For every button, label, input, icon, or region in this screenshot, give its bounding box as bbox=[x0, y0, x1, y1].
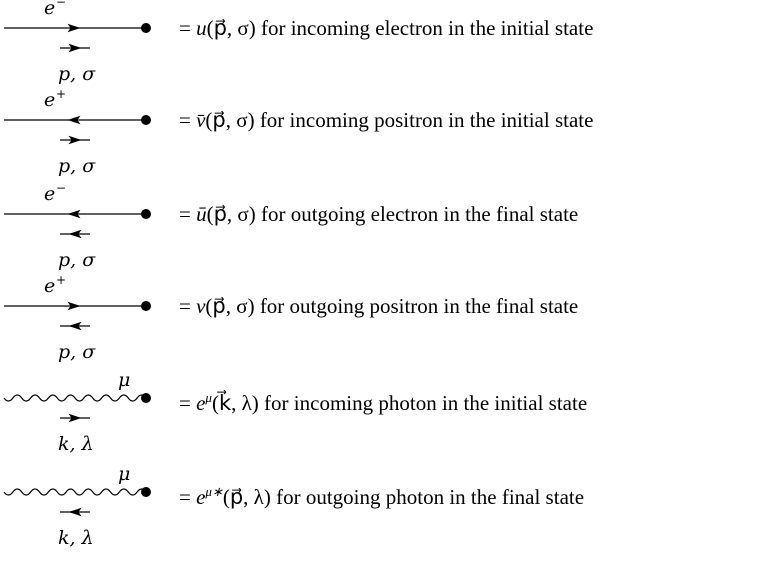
propagator-graphic: e− p, σ bbox=[4, 181, 151, 271]
momentum-label: p, σ bbox=[58, 63, 96, 85]
propagator-graphic: e+ p, σ bbox=[4, 87, 151, 177]
spinor-arguments: (p⃗, σ) bbox=[205, 108, 260, 132]
rule-description: for incoming positron in the initial sta… bbox=[259, 108, 594, 132]
propagator-graphic: μ k, λ bbox=[3, 463, 151, 549]
momentum-label: p, σ bbox=[58, 341, 96, 363]
spinor-symbol: v bbox=[196, 294, 206, 318]
equals-sign: = bbox=[179, 202, 197, 226]
spinor-arguments: (p⃗, σ) bbox=[206, 16, 261, 40]
rule-4: e+ p, σ = v(p⃗, σ) for outgoing positron i… bbox=[0, 273, 781, 370]
equals-sign: = bbox=[179, 16, 197, 40]
photon-line bbox=[3, 488, 147, 496]
polarization-index: μ∗ bbox=[205, 484, 223, 499]
propagator-graphic: e− p, σ bbox=[4, 0, 151, 85]
polarization-index: μ bbox=[205, 390, 212, 405]
equals-sign: = bbox=[179, 108, 197, 132]
spinor-arguments: (p⃗, σ) bbox=[205, 294, 260, 318]
momentum-label: k, λ bbox=[58, 527, 94, 549]
vertex-dot-icon bbox=[141, 115, 151, 125]
vertex-dot-icon bbox=[141, 487, 151, 497]
momentum-arrow-icon bbox=[68, 413, 82, 423]
rule-equation: = u(p⃗, σ) for incoming electron in the … bbox=[179, 16, 593, 40]
line-arrow-icon bbox=[67, 115, 81, 125]
equals-sign: = bbox=[179, 485, 197, 509]
spinor-symbol: e bbox=[196, 485, 206, 509]
line-arrow-icon bbox=[67, 301, 81, 311]
particle-label: e bbox=[44, 0, 55, 19]
equals-sign: = bbox=[179, 391, 197, 415]
propagator-graphic: μ k, λ bbox=[3, 369, 151, 455]
rule-1: e− p, σ = u(p⃗, σ) for incoming electron i… bbox=[0, 0, 781, 92]
momentum-arrow-icon bbox=[68, 321, 82, 331]
equals-sign: = bbox=[179, 294, 197, 318]
spinor-symbol: e bbox=[196, 391, 206, 415]
lorentz-index-label: μ bbox=[118, 369, 130, 391]
momentum-arrow-icon bbox=[68, 43, 82, 53]
spinor-symbol: v̄ bbox=[196, 108, 206, 132]
rule-3: e− p, σ = ū(p⃗, σ) for outgoing electron … bbox=[0, 181, 781, 278]
photon-line bbox=[3, 394, 147, 402]
momentum-label: p, σ bbox=[58, 249, 96, 271]
vertex-dot-icon bbox=[141, 393, 151, 403]
rule-equation: = ū(p⃗, σ) for outgoing electron in the… bbox=[179, 202, 578, 226]
spinor-arguments: (p⃗, λ) bbox=[222, 485, 277, 509]
rule-description: for incoming electron in the initial sta… bbox=[260, 16, 594, 40]
spinor-arguments: (p⃗, σ) bbox=[206, 202, 261, 226]
rule-description: for outgoing electron in the final state bbox=[260, 202, 579, 226]
rule-equation: = eμ(k⃗, λ) for incoming photon in the i… bbox=[179, 386, 587, 415]
spinor-symbol: ū bbox=[196, 202, 207, 226]
rule-equation: = v̄(p⃗, σ) for incoming positron in the… bbox=[179, 108, 593, 132]
rule-6: μ k, λ = eμ∗(p⃗, λ) for outgoing photon in… bbox=[0, 463, 781, 556]
particle-label: e bbox=[44, 275, 55, 297]
charge-label: + bbox=[56, 87, 66, 101]
rule-description: for outgoing photon in the final state bbox=[276, 485, 585, 509]
lorentz-index-label: μ bbox=[118, 463, 130, 485]
vertex-dot-icon bbox=[141, 301, 151, 311]
charge-label: − bbox=[56, 0, 66, 9]
rule-equation: = v(p⃗, σ) for outgoing positron in the … bbox=[179, 294, 578, 318]
vertex-dot-icon bbox=[141, 23, 151, 33]
line-arrow-icon bbox=[67, 209, 81, 219]
charge-label: − bbox=[56, 181, 66, 195]
rule-description: for outgoing positron in the final state bbox=[259, 294, 579, 318]
rule-equation: = eμ∗(p⃗, λ) for outgoing photon in the … bbox=[179, 480, 584, 509]
momentum-arrow-icon bbox=[68, 507, 82, 517]
momentum-label: p, σ bbox=[58, 155, 96, 177]
momentum-arrow-icon bbox=[68, 135, 82, 145]
particle-label: e bbox=[44, 89, 55, 111]
line-arrow-icon bbox=[67, 23, 81, 33]
spinor-arguments: (k⃗, λ) bbox=[211, 391, 265, 415]
momentum-label: k, λ bbox=[58, 433, 94, 455]
momentum-arrow-icon bbox=[68, 229, 82, 239]
charge-label: + bbox=[56, 273, 66, 287]
propagator-graphic: e+ p, σ bbox=[4, 273, 151, 363]
rule-2: e+ p, σ = v̄(p⃗, σ) for incoming positron … bbox=[0, 87, 781, 184]
rule-description: for incoming photon in the initial state bbox=[264, 391, 588, 415]
spinor-symbol: u bbox=[196, 16, 207, 40]
particle-label: e bbox=[44, 183, 55, 205]
vertex-dot-icon bbox=[141, 209, 151, 219]
